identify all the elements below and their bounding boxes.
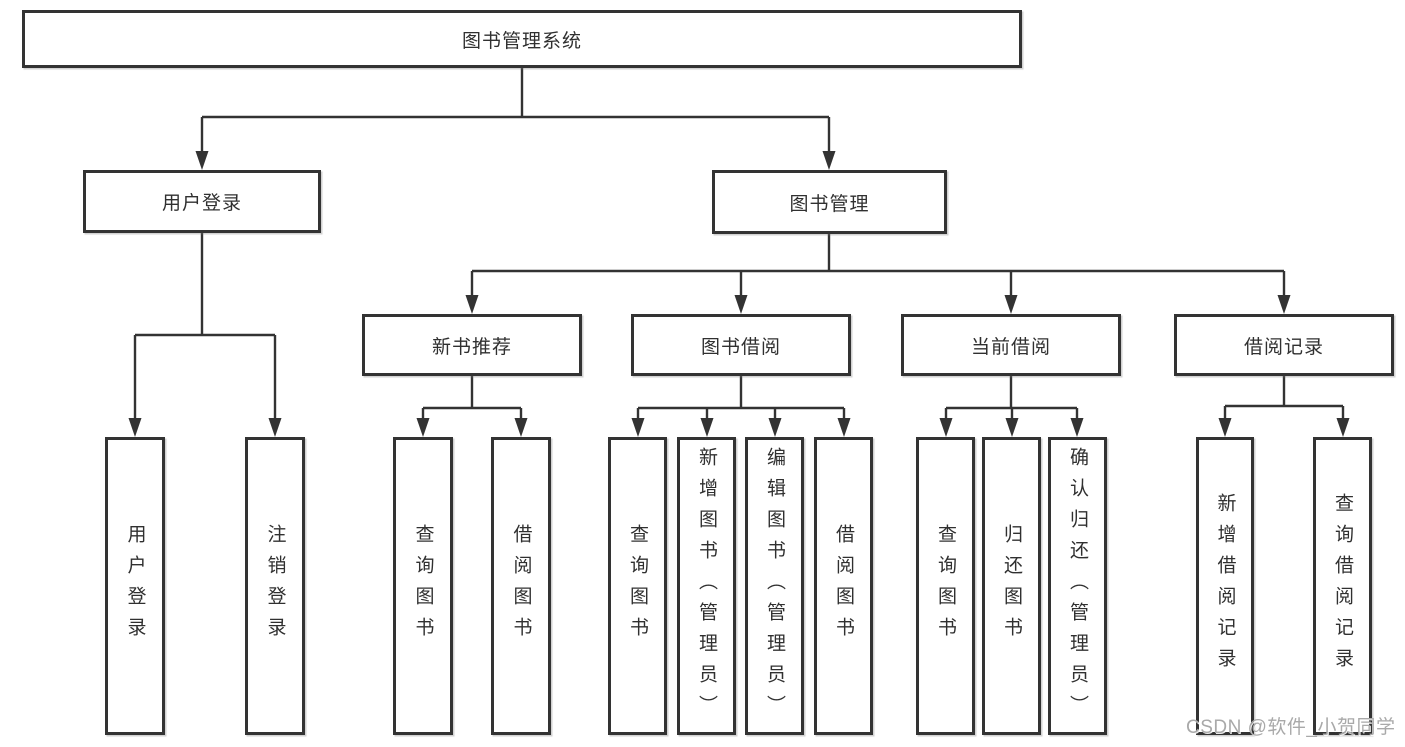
node-label-book-borrowing: 图书借阅 [700, 336, 781, 358]
arrowhead-icon [514, 418, 528, 437]
node-leaf-edit-books: 编辑图书（管理员） [745, 437, 804, 735]
arrowhead-icon [416, 418, 430, 437]
node-leaf-add-borrow-record: 新增借阅记录 [1196, 437, 1254, 735]
node-borrowing-records: 借阅记录 [1174, 314, 1394, 376]
node-leaf-query-books-3: 查询图书 [916, 437, 975, 735]
node-leaf-user-login: 用户登录 [105, 437, 165, 735]
arrowhead-icon [734, 295, 748, 314]
node-label-leaf-return-books: 归还图书 [1001, 524, 1022, 648]
connector-lines [133, 68, 1345, 422]
arrowhead-icon [1070, 418, 1084, 437]
node-label-leaf-confirm-return: 确认归还（管理员） [1067, 446, 1088, 726]
arrowhead-icon [128, 418, 142, 437]
node-leaf-logout: 注销登录 [245, 437, 305, 735]
arrowhead-icon [837, 418, 851, 437]
node-label-leaf-user-login: 用户登录 [124, 524, 146, 648]
arrowhead-icon [631, 418, 645, 437]
node-leaf-query-books-2: 查询图书 [608, 437, 667, 735]
node-leaf-borrow-books-1: 借阅图书 [491, 437, 551, 735]
arrowhead-icon [939, 418, 953, 437]
arrowhead-icon [1336, 418, 1350, 437]
node-label-leaf-query-borrow-record: 查询借阅记录 [1332, 493, 1353, 679]
node-label-leaf-borrow-books-1: 借阅图书 [510, 524, 532, 648]
node-label-leaf-logout: 注销登录 [264, 524, 286, 648]
node-label-leaf-borrow-books-2: 借阅图书 [833, 524, 854, 648]
node-book-borrowing: 图书借阅 [631, 314, 851, 376]
arrowhead-icon [822, 151, 836, 170]
arrowhead-icon [268, 418, 282, 437]
node-label-leaf-add-books: 新增图书（管理员） [696, 446, 717, 726]
csdn-watermark: CSDN @软件_小贺同学 [1186, 717, 1396, 738]
node-new-book-recommend: 新书推荐 [362, 314, 582, 376]
arrowhead-icon [1004, 295, 1018, 314]
node-label-borrowing-records: 借阅记录 [1243, 336, 1324, 358]
node-leaf-query-books-1: 查询图书 [393, 437, 453, 735]
node-label-user-login: 用户登录 [161, 193, 242, 214]
node-leaf-query-borrow-record: 查询借阅记录 [1313, 437, 1372, 735]
node-root: 图书管理系统 [22, 10, 1022, 68]
node-book-management: 图书管理 [712, 170, 947, 234]
node-label-leaf-query-books-2: 查询图书 [627, 524, 648, 648]
node-label-root: 图书管理系统 [461, 30, 582, 52]
node-leaf-borrow-books-2: 借阅图书 [814, 437, 873, 735]
arrowhead-icon [195, 151, 209, 170]
node-label-book-management: 图书管理 [789, 193, 870, 215]
node-label-leaf-add-borrow-record: 新增借阅记录 [1214, 493, 1236, 679]
node-label-new-book-recommend: 新书推荐 [431, 336, 512, 358]
arrowhead-icon [465, 295, 479, 314]
node-leaf-return-books: 归还图书 [982, 437, 1041, 735]
node-current-borrowing: 当前借阅 [901, 314, 1121, 376]
arrowhead-icon [1005, 418, 1019, 437]
node-label-leaf-edit-books: 编辑图书（管理员） [764, 446, 785, 726]
arrowhead-icon [700, 418, 714, 437]
node-leaf-confirm-return: 确认归还（管理员） [1048, 437, 1107, 735]
node-user-login: 用户登录 [83, 170, 321, 233]
arrowhead-icon [768, 418, 782, 437]
node-leaf-add-books: 新增图书（管理员） [677, 437, 736, 735]
arrowhead-icon [1218, 418, 1232, 437]
node-label-current-borrowing: 当前借阅 [970, 336, 1051, 358]
arrowhead-icon [1277, 295, 1291, 314]
node-label-leaf-query-books-3: 查询图书 [935, 524, 956, 648]
node-label-leaf-query-books-1: 查询图书 [412, 524, 434, 648]
